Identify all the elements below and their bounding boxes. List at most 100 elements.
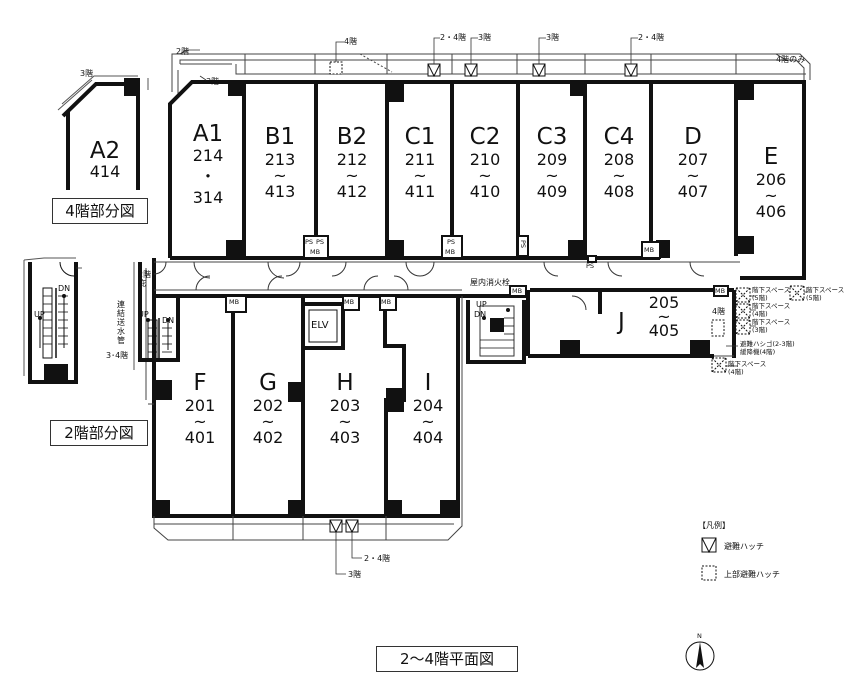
down-space-3f: 階下スペース (3階)	[752, 318, 791, 334]
down-space-5f-a: 階下スペース (5階)	[752, 286, 791, 302]
unit-g-sep: ~	[261, 412, 275, 431]
upper-hatch-icons	[329, 61, 805, 581]
legend-upper-hatch-label: 上部避難ハッチ	[724, 570, 780, 579]
shokasen-label: 屋内消火栓	[470, 278, 510, 287]
a2-partial	[57, 75, 149, 190]
unit-b2-sep: ~	[345, 166, 359, 185]
unit-i-sep: ~	[421, 412, 435, 431]
unit-b1-n1: 213	[264, 150, 296, 169]
unit-f-code: F	[193, 370, 207, 396]
unit-f: F 201 ~ 401	[168, 370, 232, 447]
up-label-3: UP	[476, 300, 487, 309]
unit-g: G 202 ~ 402	[236, 370, 300, 447]
unit-c1-sep: ~	[413, 166, 427, 185]
stair-2f-partial	[23, 257, 78, 384]
unit-f-sep: ~	[193, 412, 207, 431]
unit-b2-code: B2	[336, 124, 368, 150]
unit-b2: B2 212 ~ 412	[320, 124, 384, 201]
partial-4f-label: 4階部分図	[52, 198, 148, 224]
unit-c2-sep: ~	[478, 166, 492, 185]
unit-c3: C3 209 ~ 409	[521, 124, 583, 201]
dn-label-1: DN	[58, 284, 71, 293]
floor-4f-only: 4階のみ	[776, 55, 806, 64]
unit-e-sep: ~	[764, 186, 778, 205]
unit-a2-code: A2	[89, 138, 121, 164]
unit-a1-n1: 214	[192, 146, 224, 165]
unit-c4: C4 208 ~ 408	[588, 124, 650, 201]
floor-3f-hatch-2: 3階	[546, 33, 560, 42]
unit-b1-sep: ~	[273, 166, 287, 185]
top-balcony	[171, 53, 811, 96]
down-space-4f-b: 階下スペース (4階)	[728, 360, 767, 376]
stair-center	[466, 300, 526, 364]
ps-label-2: PS	[316, 238, 325, 246]
unit-j-n2: 405	[648, 321, 680, 340]
down-space-5f-b: 階下スペース (5階)	[806, 286, 845, 302]
unit-j-sep: ~	[657, 307, 671, 326]
unit-h-code: H	[336, 370, 354, 396]
unit-i-n2: 404	[412, 428, 444, 447]
ps-label-3: PS	[447, 238, 456, 246]
unit-h-sep: ~	[338, 412, 352, 431]
unit-d-sep: ~	[686, 166, 700, 185]
unit-c2-code: C2	[469, 124, 501, 150]
unit-c1-n2: 411	[404, 182, 436, 201]
north-label: N	[697, 632, 702, 640]
unit-g-code: G	[259, 370, 277, 396]
dn-label-3: DN	[474, 310, 487, 319]
unit-d-code: D	[684, 124, 702, 150]
service-boxes	[225, 235, 729, 313]
unit-a2: A2 414	[88, 138, 122, 181]
unit-c1-n1: 211	[404, 150, 436, 169]
stair-left	[133, 262, 180, 370]
mb-label-7: MB	[512, 287, 523, 295]
ps-label-5: PS	[586, 262, 595, 270]
floor-24f-south: 2・4階	[364, 554, 391, 563]
plan-title: 2〜4階平面図	[376, 646, 518, 672]
floor-4f-hatch: 4階	[344, 37, 358, 46]
mb-label-1: MB	[310, 248, 321, 256]
renketsu-label: 連 結 送 水 管	[117, 300, 125, 345]
unit-a1-code: A1	[192, 121, 224, 147]
mb-label-8: MB	[715, 287, 726, 295]
unit-a2-num: 414	[89, 162, 121, 181]
unit-f-n1: 201	[184, 396, 216, 415]
unit-e: E 206 ~ 406	[740, 144, 802, 221]
unit-b2-n1: 212	[336, 150, 368, 169]
mb-label-4: MB	[229, 298, 240, 306]
floor-3f-top: 3階	[206, 77, 220, 86]
unit-b1-code: B1	[264, 124, 296, 150]
unit-c1-code: C1	[404, 124, 436, 150]
unit-b1-n2: 413	[264, 182, 296, 201]
unit-c2-n2: 410	[469, 182, 501, 201]
unit-i-code: I	[424, 370, 432, 396]
unit-h: H 203 ~ 403	[312, 370, 378, 447]
unit-g-n1: 202	[252, 396, 284, 415]
north-arrow-icon	[685, 641, 715, 671]
elv-label: ELV	[311, 320, 329, 331]
floor-24f-hatch-1: 2・4階	[440, 33, 467, 42]
mb-label-5: MB	[344, 298, 355, 306]
unit-d: D 207 ~ 407	[660, 124, 726, 201]
mb-label-6: MB	[381, 298, 392, 306]
unit-c2: C2 210 ~ 410	[455, 124, 515, 201]
leader-lines	[76, 37, 808, 575]
floor-3f-a2: 3階	[80, 69, 94, 78]
dn-label-2: DN	[162, 316, 175, 325]
unit-c4-n2: 408	[603, 182, 635, 201]
floor-4f-j: 4階	[712, 307, 726, 316]
up-label-2: UP	[138, 310, 149, 319]
unit-c2-n1: 210	[469, 150, 501, 169]
mb-label-2: MB	[445, 248, 456, 256]
columns	[154, 82, 754, 516]
ps-label-4: PS	[519, 240, 527, 249]
ps-label-1: PS	[305, 238, 314, 246]
unit-d-n1: 207	[677, 150, 709, 169]
thin-lines	[145, 261, 740, 541]
unit-a1: A1 214 ・ 314	[178, 121, 238, 208]
unit-c3-sep: ~	[545, 166, 559, 185]
unit-h-n1: 203	[329, 396, 361, 415]
legend-title: 【凡例】	[698, 521, 730, 530]
unit-a1-sep: ・	[199, 167, 216, 186]
